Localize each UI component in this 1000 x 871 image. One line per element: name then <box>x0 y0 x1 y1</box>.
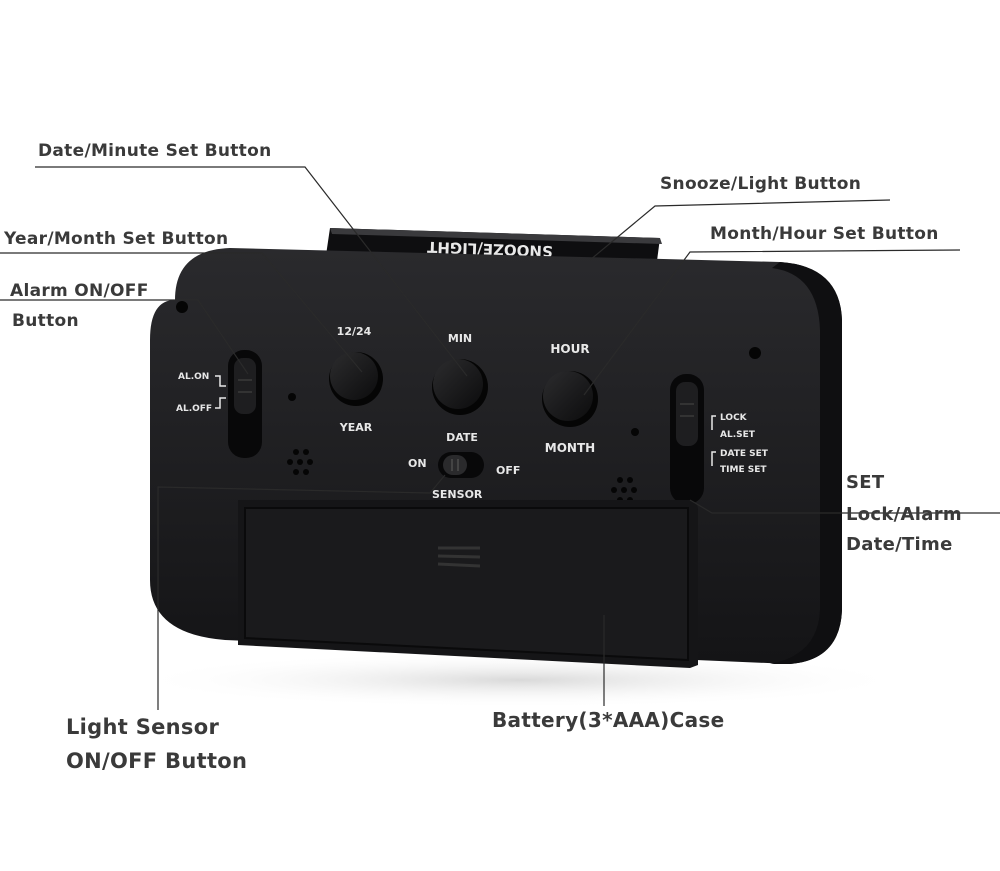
time-set-label: TIME SET <box>720 465 767 475</box>
callout-snooze-light: Snooze/Light Button <box>660 174 862 194</box>
callout-sensor-line1: Light Sensor <box>66 715 220 739</box>
year-12-24-button[interactable] <box>329 352 383 406</box>
screw-hole-center <box>288 393 296 401</box>
leader-month-hour <box>583 249 961 396</box>
clock-side <box>770 262 842 664</box>
sensor-on-label: ON <box>408 457 427 470</box>
sensor-off-label: OFF <box>496 464 520 477</box>
callout-month-hour: Month/Hour Set Button <box>710 224 939 244</box>
btn-month-label: MONTH <box>545 441 595 455</box>
speaker-grille-left <box>287 449 313 475</box>
alarm-onoff-switch[interactable] <box>228 350 262 458</box>
btn-12-24-label: 12/24 <box>337 325 372 338</box>
leader-sensor <box>157 474 446 710</box>
al-on-label: AL.ON <box>178 372 209 382</box>
sensor-label: SENSOR <box>432 488 483 501</box>
set-mode-switch[interactable] <box>670 374 704 504</box>
light-sensor-switch[interactable] <box>438 452 484 478</box>
screw-hole-center-right <box>631 428 639 436</box>
btn-date-label: DATE <box>446 431 478 444</box>
callout-battery: Battery(3*AAA)Case <box>492 708 725 732</box>
callout-alarm-line1: Alarm ON/OFF <box>10 281 149 301</box>
callout-set-line1: SET <box>846 472 885 493</box>
callout-alarm-line2: Button <box>12 311 79 331</box>
leader-snooze-light <box>589 199 891 261</box>
al-off-label: AL.OFF <box>176 404 212 414</box>
leader-date-minute <box>35 166 468 377</box>
btn-hour-label: HOUR <box>550 342 589 356</box>
floor-shadow <box>130 652 910 708</box>
set-bracket <box>711 415 716 466</box>
lock-label: LOCK <box>720 413 748 423</box>
btn-year-label: YEAR <box>339 421 373 434</box>
screw-hole-right <box>749 347 761 359</box>
al-set-label: AL.SET <box>720 430 756 440</box>
leader-alarm <box>0 299 249 375</box>
date-set-label: DATE SET <box>720 449 769 459</box>
min-date-button[interactable] <box>432 359 488 415</box>
leader-year-month <box>0 252 363 373</box>
leader-set <box>689 499 1000 514</box>
leader-lines <box>0 166 1000 710</box>
callout-year-month: Year/Month Set Button <box>4 229 229 249</box>
callout-set-line2: Lock/Alarm <box>846 504 962 525</box>
callout-sensor-line2: ON/OFF Button <box>66 749 248 773</box>
btn-min-label: MIN <box>448 332 472 345</box>
hour-month-button[interactable] <box>542 371 598 427</box>
al-bracket <box>215 375 226 409</box>
callout-set-line3: Date/Time <box>846 534 953 555</box>
battery-case[interactable] <box>238 500 698 668</box>
screw-hole-left <box>176 301 188 313</box>
callout-date-minute: Date/Minute Set Button <box>38 141 272 161</box>
